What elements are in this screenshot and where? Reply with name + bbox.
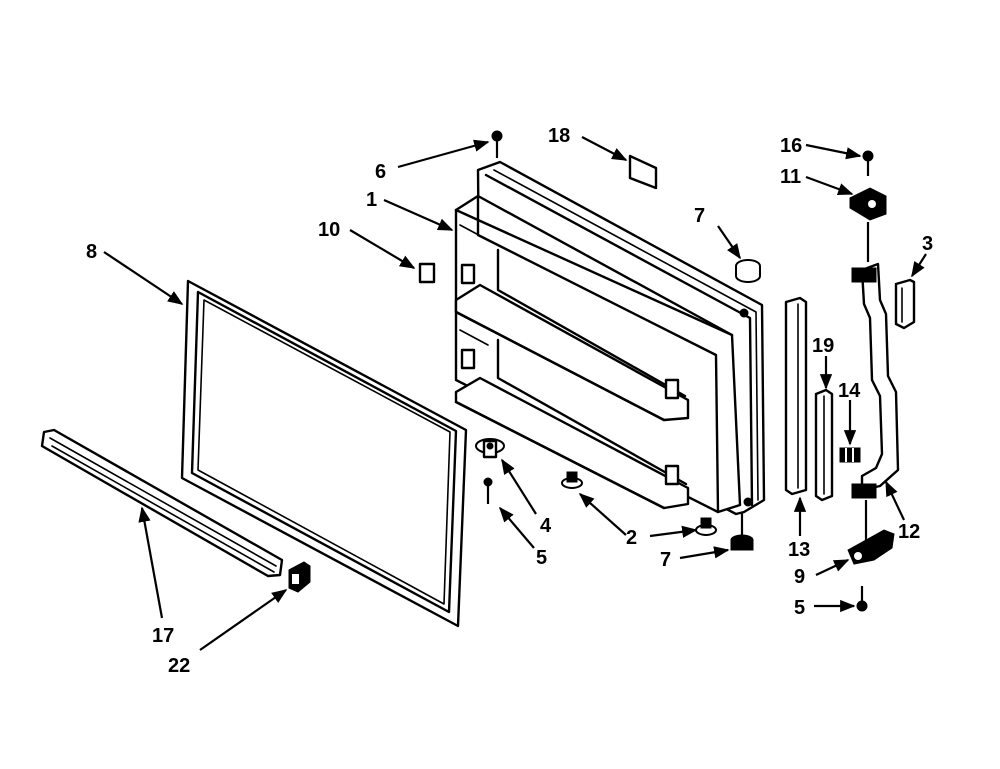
label-plate-part [628, 154, 658, 190]
label-5-right: 5 [794, 597, 805, 619]
label-10: 10 [318, 219, 340, 241]
strip-part-19 [814, 388, 834, 502]
door-handle-part [851, 262, 900, 540]
label-1: 1 [366, 189, 377, 211]
leader-lines [103, 136, 927, 651]
label-17: 17 [152, 625, 174, 647]
door-trim-strip-part [40, 428, 284, 578]
label-7-bottom: 7 [660, 549, 671, 571]
door-stop-parts [561, 471, 717, 536]
label-3: 3 [922, 233, 933, 255]
cap-part-7-bottom [730, 512, 754, 551]
screw-part-5-left [483, 477, 493, 504]
label-19: 19 [812, 335, 834, 357]
screw-part-6 [491, 130, 503, 158]
gasket-strip-13 [784, 296, 808, 496]
label-16: 16 [780, 135, 802, 157]
door-gasket-part [180, 279, 468, 628]
hinge-part-9 [847, 529, 895, 565]
plug-part [418, 262, 436, 284]
spacer-part-14 [839, 447, 861, 463]
label-9: 9 [794, 566, 805, 588]
door-liner-part [454, 160, 766, 516]
part-number-labels: 6 18 1 10 8 7 16 11 3 19 14 12 13 9 5 4 … [86, 125, 933, 677]
label-12: 12 [898, 521, 920, 543]
label-22: 22 [168, 655, 190, 677]
label-11: 11 [780, 166, 801, 188]
label-5-left: 5 [536, 547, 547, 569]
screw-part-16 [862, 150, 874, 176]
label-2: 2 [626, 527, 637, 549]
label-13: 13 [788, 539, 810, 561]
label-4: 4 [540, 515, 552, 537]
label-18: 18 [548, 125, 570, 147]
label-14: 14 [838, 380, 861, 402]
hinge-part-11 [849, 187, 887, 262]
cap-part-7-top [735, 259, 761, 283]
trim-end-clip-part [288, 561, 311, 593]
bracket-part-4 [475, 438, 505, 459]
screw-part-5-right [856, 586, 868, 612]
label-8: 8 [86, 241, 97, 263]
label-7-top: 7 [694, 205, 705, 227]
label-6: 6 [375, 161, 386, 183]
cover-part-3 [894, 278, 916, 330]
